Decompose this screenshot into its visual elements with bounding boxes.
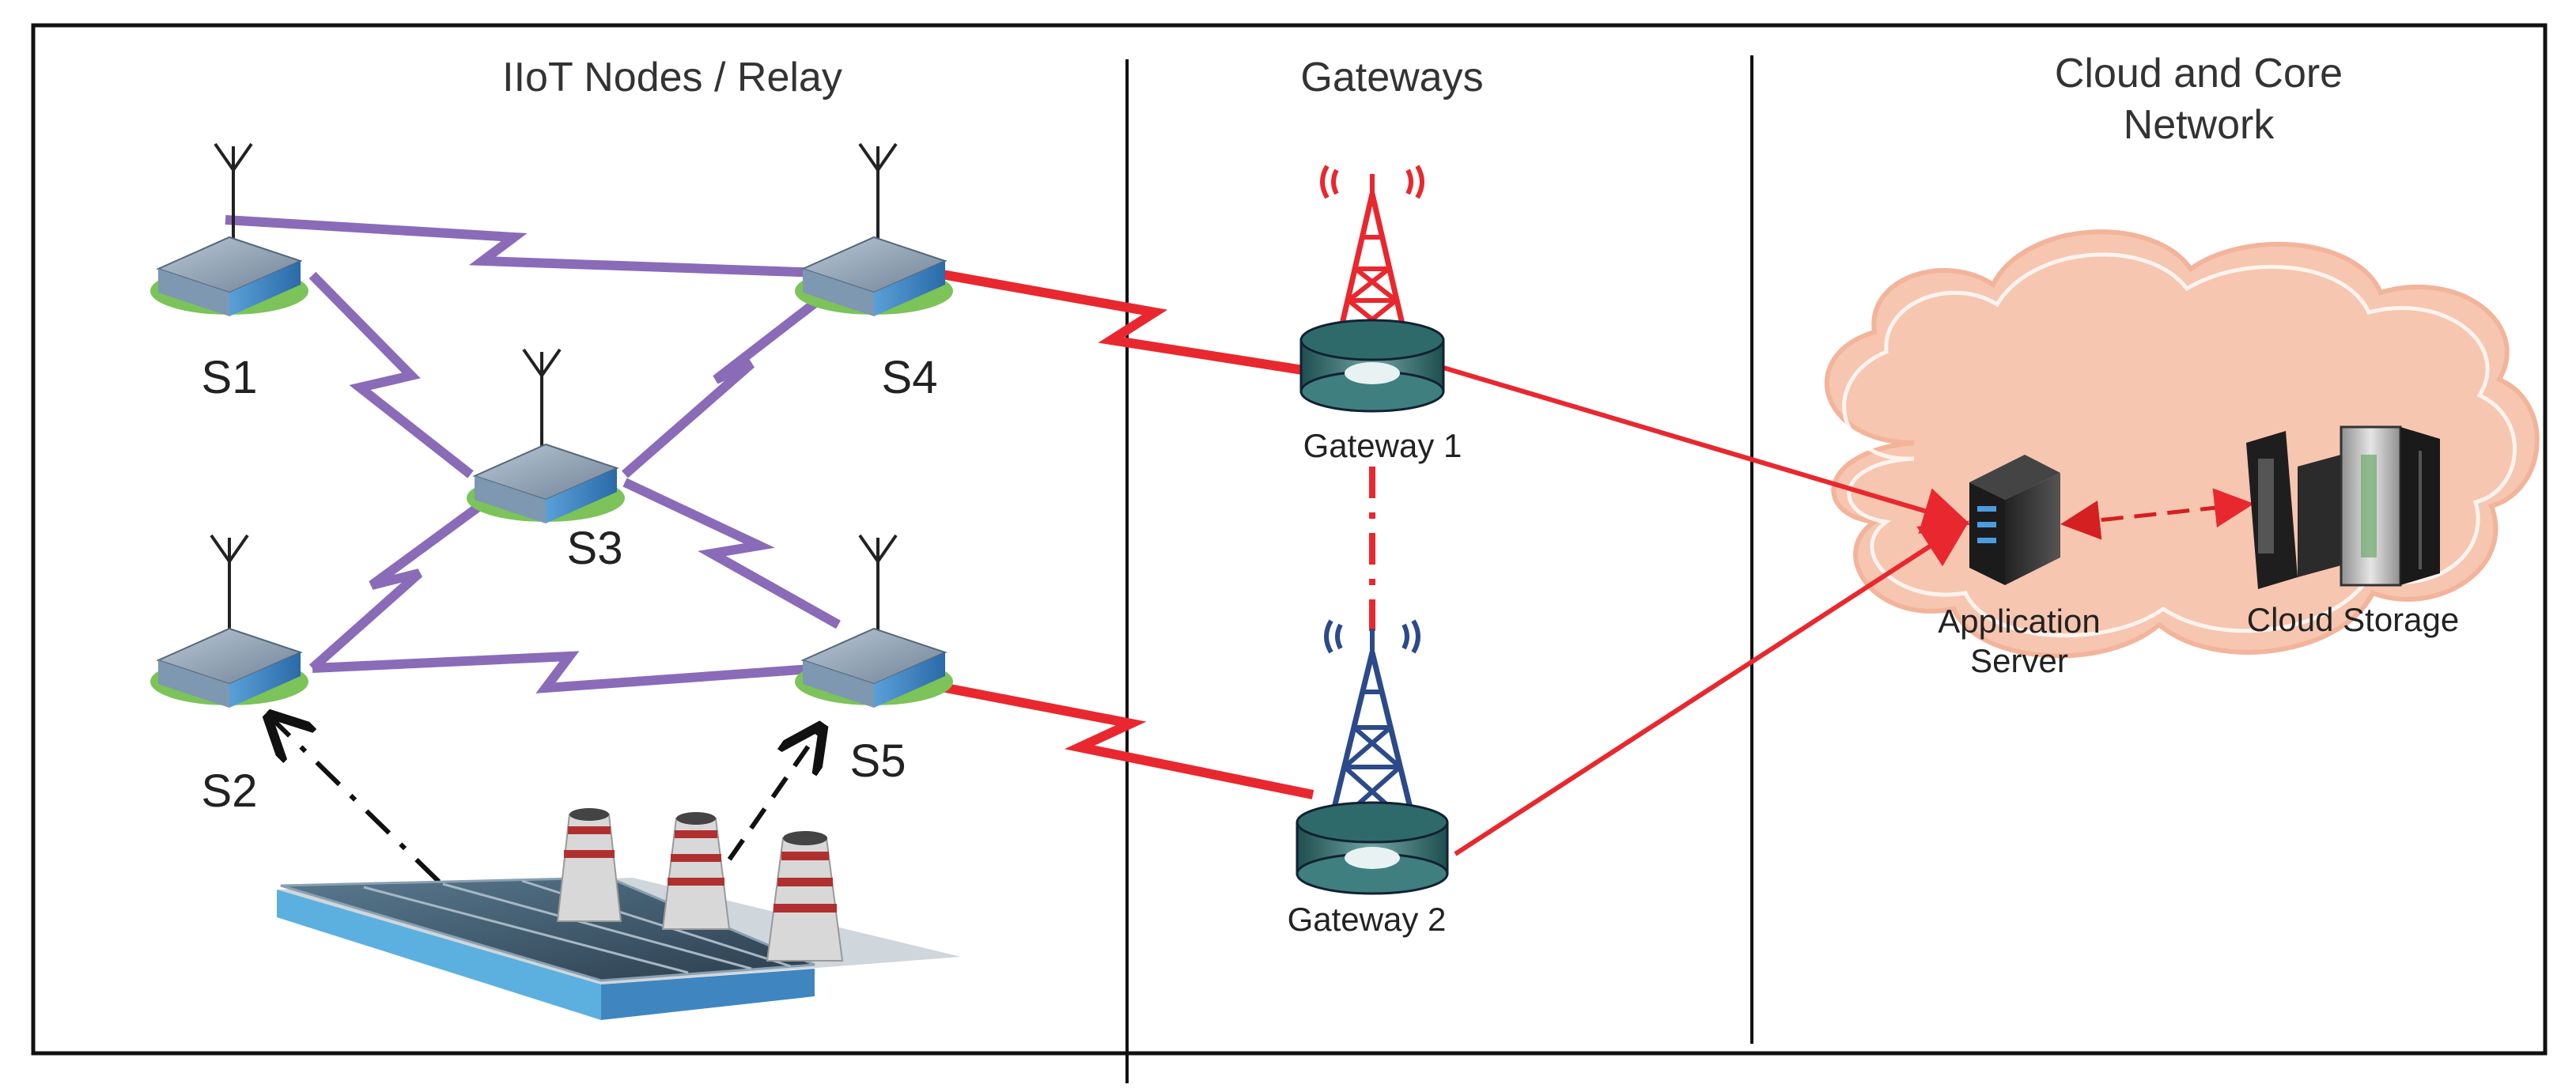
app-server-label-line2: Server bbox=[1970, 642, 2068, 679]
gateway-2: Gateway 2 bbox=[1288, 619, 1449, 938]
section-title-gateways: Gateways bbox=[1300, 55, 1483, 100]
link-app-server-storage bbox=[2060, 488, 2254, 540]
router-icon bbox=[1299, 319, 1445, 413]
building-icon bbox=[150, 236, 308, 316]
node-s5: S5 bbox=[795, 534, 953, 787]
building-icon bbox=[467, 443, 625, 523]
gateway-label-2: Gateway 2 bbox=[1288, 901, 1447, 938]
cloud-storage-label: Cloud Storage bbox=[2247, 601, 2460, 638]
link-factory-s2 bbox=[273, 720, 441, 884]
node-s1: S1 bbox=[150, 142, 308, 403]
link-s5-gw2 bbox=[924, 679, 1314, 799]
building-icon bbox=[795, 627, 953, 708]
antenna-icon bbox=[214, 142, 253, 245]
relay-links bbox=[225, 215, 857, 693]
smokestack-icon bbox=[661, 812, 731, 930]
node-label-s1: S1 bbox=[202, 352, 258, 403]
link-s4-gw1 bbox=[932, 268, 1314, 376]
storage-rack-icon bbox=[2246, 425, 2440, 589]
antenna-icon bbox=[210, 534, 249, 637]
node-s2: S2 bbox=[150, 534, 308, 817]
node-label-s3: S3 bbox=[567, 523, 623, 574]
link-s2-s3 bbox=[309, 494, 494, 672]
link-gw2-app-server bbox=[1454, 520, 1970, 856]
section-title-cloud-line2: Network bbox=[2124, 102, 2275, 148]
antenna-icon bbox=[858, 142, 898, 245]
link-s3-s5 bbox=[622, 478, 841, 629]
app-server-label-line1: Application bbox=[1938, 603, 2100, 640]
section-title-cloud-line1: Cloud and Core bbox=[2055, 51, 2343, 96]
node-label-s2: S2 bbox=[202, 765, 258, 817]
link-s2-s5 bbox=[312, 651, 823, 693]
server-icon bbox=[1969, 455, 2060, 585]
node-s3: S3 bbox=[467, 348, 625, 574]
antenna-icon bbox=[858, 534, 898, 637]
node-s4: S4 bbox=[795, 142, 953, 403]
cloud-storage: Cloud Storage bbox=[2246, 425, 2460, 638]
link-s3-s4 bbox=[622, 269, 857, 478]
gateway-label-1: Gateway 1 bbox=[1303, 427, 1462, 464]
building-icon bbox=[150, 627, 308, 708]
router-icon bbox=[1296, 801, 1449, 895]
factory-icon bbox=[277, 808, 961, 1020]
section-title-nodes: IIoT Nodes / Relay bbox=[502, 55, 842, 100]
application-server: Application Server bbox=[1938, 455, 2101, 679]
gateway-uplinks bbox=[924, 268, 1314, 799]
smokestack-icon bbox=[766, 831, 844, 962]
node-label-s4: S4 bbox=[882, 352, 938, 403]
diagram-border bbox=[31, 23, 2548, 1056]
link-s1-s4 bbox=[225, 215, 823, 278]
node-label-s5: S5 bbox=[850, 735, 906, 787]
gateway-1: Gateway 1 bbox=[1299, 164, 1462, 464]
building-icon bbox=[795, 236, 953, 316]
link-gw1-app-server bbox=[1443, 365, 1971, 535]
link-s1-s3 bbox=[308, 271, 474, 478]
smokestack-icon bbox=[556, 808, 622, 922]
radio-tower-icon bbox=[1324, 619, 1420, 833]
antenna-icon bbox=[522, 348, 562, 451]
